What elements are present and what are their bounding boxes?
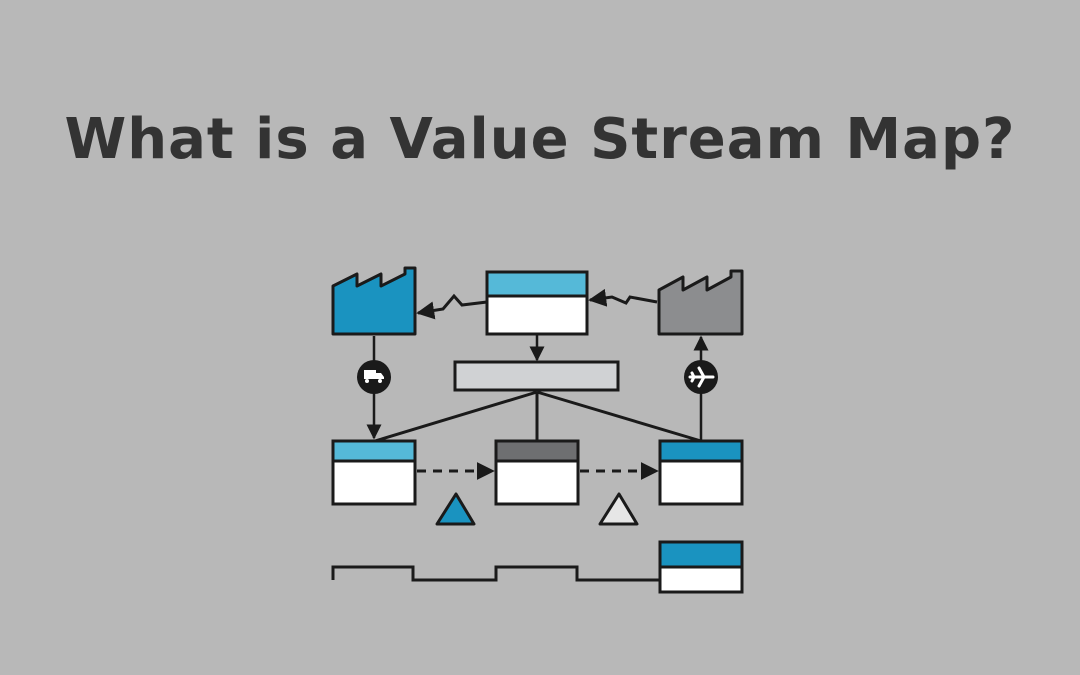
schedule-line-to-process-1 [374, 390, 538, 443]
schedule-bar [453, 360, 620, 392]
process-box-1-header [331, 439, 417, 463]
inventory-triangle-icon-2 [598, 492, 639, 526]
shipping-box-header [658, 540, 744, 569]
process-box-2 [494, 439, 580, 506]
process-box-2-header [494, 439, 580, 463]
production-control-box [485, 270, 589, 336]
schedule-line-to-process-3 [536, 390, 702, 443]
process-box-3-header [658, 439, 744, 463]
truck-icon [357, 360, 391, 394]
process-box-1 [331, 439, 417, 506]
page-title: What is a Value Stream Map? [64, 107, 1016, 172]
supplier-factory-icon [331, 266, 417, 336]
inventory-triangle-icon-1 [435, 492, 476, 526]
airplane-icon [684, 360, 718, 394]
shipping-box [658, 540, 744, 594]
timeline-ladder [331, 565, 660, 582]
electronic-info-arrow-from-customer [588, 288, 658, 307]
process-box-3 [658, 439, 744, 506]
electronic-info-arrow-to-supplier [416, 293, 488, 320]
customer-factory-icon [657, 269, 744, 336]
production-control-header [485, 270, 589, 298]
